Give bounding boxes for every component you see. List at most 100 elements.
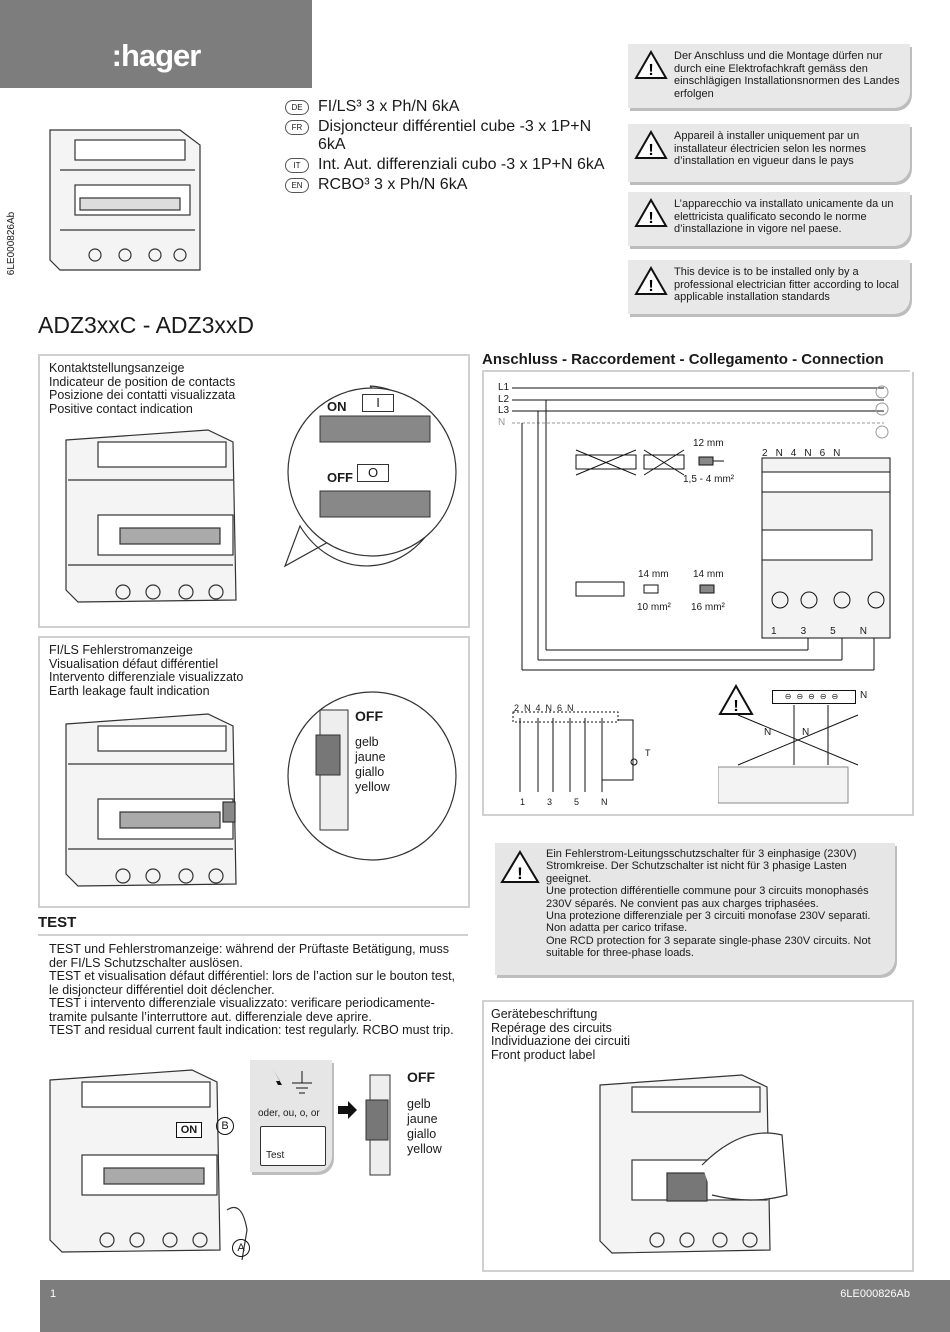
- top-terminal-labels: 2 N 4 N 6 N: [762, 448, 840, 459]
- svg-text:!: !: [733, 698, 738, 715]
- wire-section-range: 1,5 - 4 mm²: [683, 474, 735, 485]
- wire-section-10: 10 mm²: [637, 602, 671, 613]
- device-illustration-test: [49, 1069, 248, 1261]
- warning-icon: !: [628, 124, 674, 160]
- label-panel-text: Gerätebeschriftung Repérage des circuits…: [491, 1007, 630, 1062]
- phase-label: L2: [498, 393, 510, 405]
- warning-icon: !: [628, 44, 674, 80]
- divider: [482, 370, 910, 372]
- wiring-diagram: [512, 385, 891, 671]
- color-label: yellow: [407, 1142, 442, 1156]
- phase-label: N: [498, 416, 506, 428]
- terminal-label: N: [833, 448, 841, 459]
- color-label: gelb: [407, 1097, 431, 1111]
- warning-icon: !: [718, 684, 754, 715]
- language-list: DE FI/LS³ 3 x Ph/N 6kA FR Disjoncteur di…: [285, 98, 625, 196]
- text-line: FI/LS Fehlerstromanzeige: [49, 643, 193, 657]
- warning-text: This device is to be installed only by a…: [674, 266, 900, 303]
- header-band: [0, 0, 312, 88]
- lang-code: EN: [285, 178, 309, 193]
- warning-icon: !: [500, 850, 540, 883]
- terminal-label: 6: [819, 448, 826, 459]
- lang-text: RCBO³ 3 x Ph/N 6kA: [318, 176, 468, 193]
- connection-title: Anschluss - Raccordement - Collegamento …: [482, 351, 884, 368]
- or-text: oder, ou, o, or: [258, 1108, 320, 1119]
- test-terminal-label: T: [645, 748, 651, 758]
- text-line: TEST et visualisation défaut différentie…: [49, 969, 456, 997]
- wrong-neutral-wiring: [718, 705, 859, 804]
- fault-bubble: [287, 691, 457, 861]
- language-row-fr: FR Disjoncteur différentiel cube -3 x 1P…: [285, 118, 625, 154]
- lang-code: FR: [285, 120, 309, 135]
- text-line: Positive contact indication: [49, 401, 193, 416]
- schematic-top-labels: 2 N 4 N 6 N: [514, 703, 574, 713]
- warning-text: Appareil à installer uniquement par un i…: [674, 130, 866, 167]
- warning-card-fr: ! Appareil à installer uniquement par un…: [628, 124, 910, 182]
- text-line: Posizione dei contatti visualizzata: [49, 388, 236, 402]
- warning-card-de: ! Der Anschluss und die Montage dürfen n…: [628, 44, 910, 108]
- text-line: Kontaktstellungsanzeige: [49, 361, 185, 375]
- warning-text: Der Anschluss und die Montage dürfen nur…: [674, 50, 900, 100]
- phase-label: L3: [498, 405, 510, 416]
- terminal-label: N: [545, 703, 553, 713]
- wire-section-16: 16 mm²: [691, 602, 725, 613]
- phase-labels: L1 L2 L3 N: [498, 382, 509, 428]
- terminal-label: 5: [574, 797, 580, 807]
- language-row-it: IT Int. Aut. differenziali cubo -3 x 1P+…: [285, 156, 625, 174]
- lang-text: Int. Aut. differenziali cubo -3 x 1P+N 6…: [318, 156, 605, 173]
- terminal-label: 3: [547, 797, 553, 807]
- language-row-en: EN RCBO³ 3 x Ph/N 6kA: [285, 176, 625, 194]
- device-illustration-contact: [65, 429, 237, 603]
- terminal-label: 3: [800, 626, 807, 637]
- warning-text: L’apparecchio va installato unicamente d…: [674, 198, 894, 235]
- footer-doc-ref: 6LE000826Ab: [840, 1288, 910, 1300]
- terminal-label: 4: [535, 703, 541, 713]
- notice-line: One RCD protection for 3 separate single…: [546, 934, 871, 960]
- text-line: TEST und Fehlerstromanzeige: während der…: [49, 942, 449, 970]
- text-line: TEST i intervento differenziale visualiz…: [49, 996, 435, 1024]
- strip-length-14a: 14 mm: [638, 569, 669, 580]
- strip-length-12: 12 mm: [693, 438, 724, 449]
- neutral-bar: ⊖⊖⊖⊖⊖: [772, 690, 856, 704]
- svg-text:!: !: [648, 62, 653, 79]
- test-title: TEST: [38, 914, 77, 931]
- single-phase-notice: [495, 843, 895, 975]
- color-label: jaune: [355, 750, 386, 764]
- terminal-label: 1: [520, 797, 526, 807]
- contact-panel-text: Kontaktstellungsanzeige Indicateur de po…: [49, 361, 236, 416]
- neutral-bar-label: N: [860, 690, 868, 701]
- test-button-label: Test: [266, 1150, 285, 1161]
- divider: [38, 934, 468, 936]
- test-button-graphic: Test: [260, 1126, 326, 1166]
- off-symbol: O: [357, 464, 389, 482]
- marker-a: A: [232, 1239, 250, 1257]
- color-label: jaune: [407, 1112, 438, 1126]
- svg-text:!: !: [517, 864, 523, 883]
- terminal-label: 1: [771, 626, 777, 637]
- terminal-label: 6: [557, 703, 563, 713]
- arrow-right-icon: [338, 1101, 357, 1119]
- marker-b: B: [216, 1117, 234, 1135]
- test-color-list: gelb jaune giallo yellow: [407, 1097, 442, 1157]
- svg-text:!: !: [648, 142, 653, 159]
- text-line: Individuazione dei circuiti: [491, 1034, 630, 1048]
- color-label: giallo: [355, 765, 385, 779]
- color-label: giallo: [407, 1127, 437, 1141]
- fault-color-list: gelb jaune giallo yellow: [355, 735, 390, 795]
- test-text: TEST und Fehlerstromanzeige: während der…: [49, 942, 459, 1038]
- terminal-label: N: [859, 626, 867, 637]
- terminal-label: 2: [762, 448, 768, 459]
- on-symbol: I: [362, 394, 394, 412]
- lang-text: FI/LS³ 3 x Ph/N 6kA: [318, 98, 460, 115]
- svg-text:!: !: [648, 210, 653, 227]
- device-illustration-label: [599, 1074, 788, 1254]
- test-off-label: OFF: [407, 1069, 435, 1085]
- notice-line: Ein Fehlerstrom-Leitungsschutzschalter f…: [546, 848, 857, 885]
- neutral-right-label: N: [802, 727, 810, 738]
- text-line: Earth leakage fault indication: [49, 683, 210, 698]
- earth-lightning-icon: [273, 1069, 312, 1097]
- test-on-label: ON: [176, 1122, 202, 1138]
- on-label: ON: [327, 399, 347, 414]
- terminal-label: N: [804, 448, 812, 459]
- lang-code: IT: [285, 158, 309, 173]
